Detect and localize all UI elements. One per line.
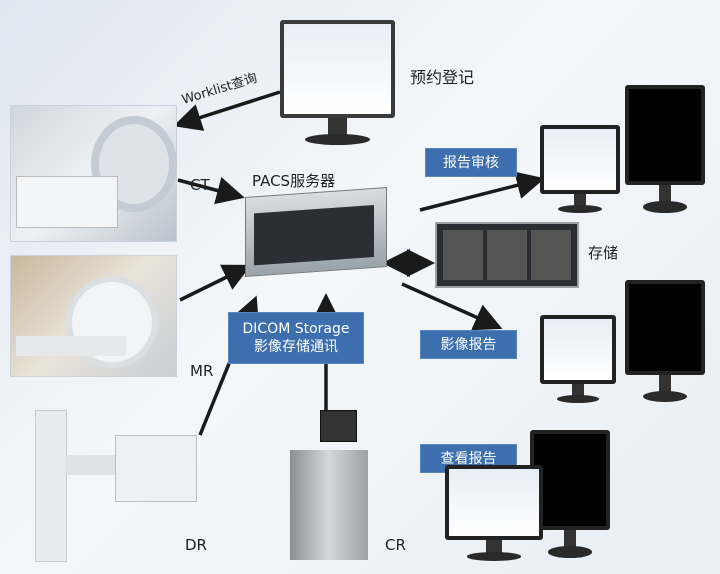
- review-monitor: [540, 125, 620, 213]
- dicom-line2: 影像存储通讯: [254, 339, 338, 355]
- ct-label: CT: [190, 176, 210, 194]
- dr-label: DR: [185, 536, 207, 554]
- arrow-ct-server: [177, 177, 245, 205]
- report-diagnostic-monitor: [625, 280, 705, 402]
- mr-label: MR: [190, 362, 214, 380]
- image-report-box: 影像报告: [420, 330, 517, 359]
- arrow-mr-server: [179, 264, 252, 302]
- ct-scanner-image: [10, 105, 177, 242]
- mr-scanner-image: [10, 255, 177, 377]
- registration-label: 预约登记: [410, 68, 475, 87]
- arrow-server-review: [419, 171, 545, 212]
- report-review-box: 报告审核: [425, 148, 517, 177]
- report-monitor: [540, 315, 616, 403]
- storage-array-image: [435, 222, 579, 288]
- dicom-line1: DICOM Storage: [242, 321, 350, 337]
- view-monitor: [445, 465, 543, 561]
- cr-device-image: [290, 410, 370, 560]
- pacs-server-label: PACS服务器: [252, 172, 336, 190]
- arrow-worklist: [173, 90, 281, 131]
- review-diagnostic-monitor: [625, 85, 705, 213]
- registration-monitor: [280, 20, 395, 145]
- pacs-server-image: [245, 187, 387, 277]
- arrow-server-report: [401, 282, 503, 331]
- dr-device-image: [25, 410, 200, 562]
- dicom-storage-box: DICOM Storage 影像存储通讯: [228, 312, 364, 364]
- cr-label: CR: [385, 536, 406, 554]
- storage-label: 存储: [588, 244, 619, 262]
- view-diagnostic-monitor: [530, 430, 610, 558]
